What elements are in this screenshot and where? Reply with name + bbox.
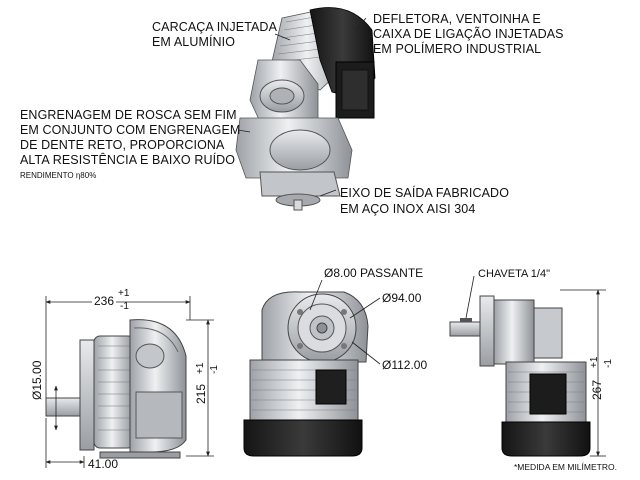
dim-total-height: 267	[590, 379, 604, 400]
label-gear-line4: ALTA RESISTÊNCIA E BAIXO RUÍDO	[20, 153, 236, 167]
front-view-middle	[243, 291, 369, 457]
isometric-motor-view	[235, 7, 376, 211]
label-gear-line1: ENGRENAGEM DE ROSCA SEM FIM	[20, 108, 237, 122]
label-shaft-line2: EM AÇO INOX AISI 304	[340, 202, 476, 216]
dim-shaft-diameter: Ø15.00	[30, 360, 44, 400]
dim-shaft-length: 41.00	[88, 457, 119, 471]
label-gear-line2: EM CONJUNTO COM ENGRENAGEM	[20, 123, 241, 137]
dim-width-tol-plus: +1	[118, 288, 130, 299]
label-housing-line1: CARCAÇA INJETADA	[152, 20, 278, 34]
label-shaft-line1: EIXO DE SAÍDA FABRICADO	[340, 186, 510, 200]
measurement-note: *MEDIDA EM MILÍMETRO.	[514, 462, 617, 472]
side-view-dimensions	[45, 296, 214, 468]
dim-height-tol-minus: -1	[209, 365, 220, 374]
label-deflector-line3: EM POLÍMERO INDUSTRIAL	[373, 42, 542, 56]
dim-keyway: CHAVETA 1/4"	[478, 268, 550, 280]
dim-height: 215	[194, 383, 208, 404]
dim-total-tol-plus: +1	[589, 356, 600, 368]
label-housing-line2: EM ALUMÍNIO	[152, 35, 236, 49]
dim-pcd-outer: Ø112.00	[382, 358, 428, 372]
dim-height-tol-plus: +1	[195, 362, 206, 374]
label-deflector-line2: CAIXA DE LIGAÇÃO INJETADAS	[373, 27, 564, 41]
label-gear-line3: DE DENTE RETO, PROPORCIONA	[20, 138, 225, 152]
dim-hole: Ø8.00 PASSANTE	[324, 266, 424, 280]
label-efficiency: RENDIMENTO η80%	[20, 171, 97, 180]
front-view-leaders	[309, 279, 381, 365]
side-view-left	[45, 319, 187, 459]
label-deflector-line1: DEFLETORA, VENTOINHA E	[373, 12, 541, 26]
dim-width-tol-minus: -1	[120, 301, 129, 312]
dim-total-tol-minus: -1	[603, 359, 614, 368]
right-view-dimensions	[465, 275, 606, 457]
side-view-right	[449, 295, 591, 457]
dim-pcd-inner: Ø94.00	[382, 291, 422, 305]
dim-width: 236	[92, 294, 117, 308]
